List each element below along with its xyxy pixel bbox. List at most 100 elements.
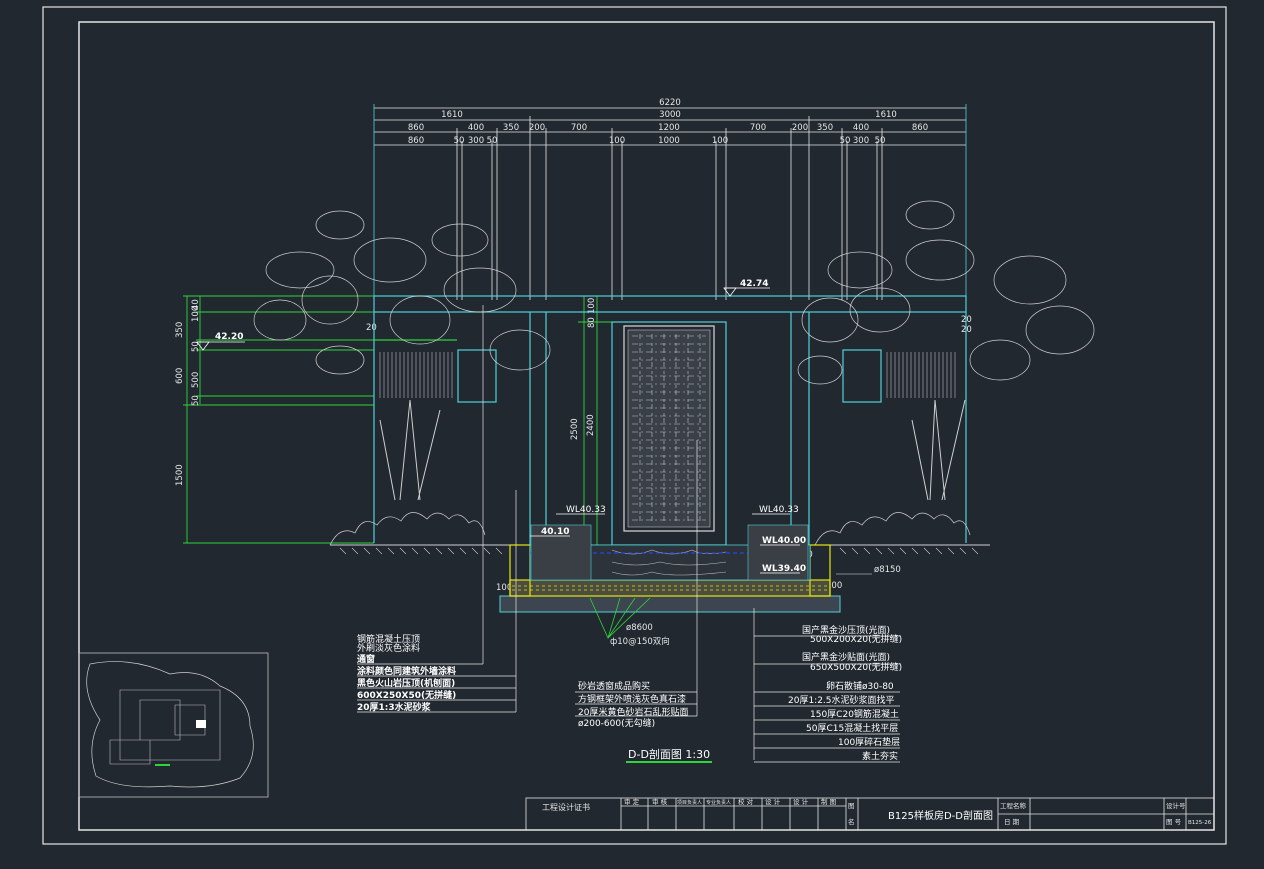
note: 20厚米黄色砂岩石乱形贴面 bbox=[578, 706, 688, 718]
dim-v: 2500 bbox=[570, 418, 580, 440]
dim-row4: 860 bbox=[408, 136, 424, 146]
left-notes: 钢筋混凝土压顶 外刷淡灰色涂料 通窗 涂料颜色同建筑外墙涂料 黑色火山岩压顶(机… bbox=[357, 633, 456, 713]
wall-structure bbox=[373, 295, 967, 546]
dim-misc: 100 bbox=[496, 583, 512, 593]
note: 素土夯实 bbox=[862, 750, 898, 762]
ground bbox=[330, 544, 990, 555]
dim-row2-b: 3000 bbox=[659, 110, 681, 120]
dim-row3: 200 bbox=[529, 123, 545, 133]
dim-misc: 100 bbox=[826, 581, 842, 591]
dim-row4: 300 bbox=[468, 136, 484, 146]
dim-row3: 860 bbox=[408, 123, 424, 133]
note: 600X250X50(无拼缝) bbox=[357, 689, 456, 701]
tb-cell: 项目负责人 bbox=[677, 799, 702, 806]
dim-row4: 1000 bbox=[658, 136, 680, 146]
elev-pool-right-1: WL40.00 bbox=[760, 536, 806, 546]
note: 150厚C20钢筋混凝土 bbox=[810, 708, 899, 720]
left-dimension-text: 40 100 350 50 20 500 50 600 1500 bbox=[175, 299, 377, 486]
tb-design-no: 设计号 bbox=[1166, 801, 1186, 810]
dim-v: 50 bbox=[191, 341, 201, 352]
elevation-markers: 42.74 42.20 WL40.33 WL40.33 40.10 WL40.0… bbox=[196, 279, 806, 574]
dim-row3: 400 bbox=[853, 123, 869, 133]
dim-row2-c: 1610 bbox=[875, 110, 897, 120]
note: 国产黑金沙压顶(光面) bbox=[802, 624, 890, 636]
dim-row3: 700 bbox=[750, 123, 766, 133]
svg-text:WL40.33: WL40.33 bbox=[759, 505, 799, 515]
elev-pool-left: 40.10 bbox=[530, 527, 570, 537]
dim-row3: 1200 bbox=[658, 123, 680, 133]
tb-cell: 审 定 bbox=[624, 797, 640, 806]
tb-cell: 制 图 bbox=[821, 797, 836, 806]
right-notes: 国产黑金沙压顶(光面) 500X200X20(无拼缝) 国产黑金沙贴面(光面) … bbox=[788, 624, 902, 762]
svg-text:WL40.00: WL40.00 bbox=[762, 536, 806, 546]
tree-right bbox=[797, 200, 1095, 501]
dim-v: 600 bbox=[175, 368, 185, 384]
left-dimensions bbox=[183, 295, 374, 544]
elev-top: 42.74 bbox=[723, 279, 770, 297]
note: 方钢框架外喷浅灰色真石漆 bbox=[578, 693, 686, 705]
note: 100厚碎石垫层 bbox=[838, 736, 900, 748]
top-dimensions bbox=[373, 104, 967, 300]
dim-row4: 50 bbox=[875, 136, 886, 146]
tb-cert: 工程设计证书 bbox=[542, 802, 590, 812]
pipe-bottom-1: ø8600 bbox=[626, 623, 653, 633]
fence-slats bbox=[379, 352, 956, 398]
elev-pool-right-2: WL39.40 bbox=[760, 564, 806, 574]
dim-row4: 300 bbox=[853, 136, 869, 146]
dimension-text-top: 6220 1610 3000 1610 860 400 350 200 700 … bbox=[408, 98, 928, 146]
dim-row3: 700 bbox=[571, 123, 587, 133]
dim-v: 100 bbox=[587, 298, 597, 314]
drawing-title-group: D-D剖面图 1:30 bbox=[626, 747, 712, 763]
svg-text:WL39.40: WL39.40 bbox=[762, 564, 806, 574]
dim-row4: 50 bbox=[840, 136, 851, 146]
shrubs-left bbox=[329, 512, 486, 546]
dim-v: 40 bbox=[191, 299, 201, 310]
dim-v: 500 bbox=[191, 372, 201, 388]
tree-left bbox=[253, 210, 551, 501]
note: 通窗 bbox=[357, 653, 375, 665]
note: 50厚C15混凝土找平层 bbox=[806, 722, 898, 734]
dim-row4: 100 bbox=[609, 136, 625, 146]
note: 20厚1:2.5水泥砂浆面找平 bbox=[788, 694, 895, 706]
svg-text:WL40.33: WL40.33 bbox=[566, 505, 606, 515]
svg-text:42.74: 42.74 bbox=[740, 279, 768, 289]
tb-cell: 审 核 bbox=[652, 797, 668, 806]
svg-text:42.20: 42.20 bbox=[215, 332, 243, 342]
pipe-labels: ø8150 ø8600 ф10@150双向 bbox=[589, 565, 901, 647]
tb-cell: 设 计 bbox=[793, 797, 809, 806]
dim-v: 20 bbox=[366, 323, 377, 333]
note: 钢筋混凝土压顶 bbox=[357, 633, 420, 645]
tb-cell: 校 对 bbox=[738, 797, 754, 806]
svg-text:40.10: 40.10 bbox=[541, 527, 569, 537]
title-block-text: 工程设计证书 审 定 审 核 项目负责人 专业负责人 校 对 设 计 设 计 制… bbox=[542, 797, 1212, 826]
note: 卵石散铺ø30-80 bbox=[826, 680, 894, 692]
leader-lines bbox=[357, 305, 900, 763]
dim-row3: 350 bbox=[503, 123, 519, 133]
note: 500X200X20(无拼缝) bbox=[810, 633, 902, 645]
elev-wl-right: WL40.33 bbox=[752, 505, 799, 515]
tree-foliage bbox=[253, 200, 1095, 546]
dim-row4: 50 bbox=[487, 136, 498, 146]
tb-cell: 专业负责人 bbox=[706, 799, 731, 806]
note: 国产黑金沙贴面(光面) bbox=[802, 651, 890, 663]
tb-side: 图 bbox=[848, 802, 855, 810]
dim-row3: 350 bbox=[817, 123, 833, 133]
center-notes: 砂岩透窗成品购买 方钢框架外喷浅灰色真石漆 20厚米黄色砂岩石乱形贴面 ø200… bbox=[578, 680, 688, 729]
dim-row3: 860 bbox=[912, 123, 928, 133]
note: 20厚1:3水泥砂浆 bbox=[357, 701, 432, 713]
dim-row3: 200 bbox=[792, 123, 808, 133]
dim-row2-a: 1610 bbox=[441, 110, 463, 120]
note: 黑色火山岩压顶(机刨面) bbox=[357, 677, 455, 689]
dim-v: 80 bbox=[587, 317, 597, 328]
tb-side: 名 bbox=[848, 817, 855, 826]
note: 砂岩透窗成品购买 bbox=[578, 680, 650, 692]
note: 外刷淡灰色涂料 bbox=[357, 642, 420, 654]
drawing-title: D-D剖面图 1:30 bbox=[628, 747, 710, 761]
dim-v: 50 bbox=[191, 395, 201, 406]
note: ø200-600(无勾缝) bbox=[578, 717, 655, 729]
title-block bbox=[525, 797, 1215, 831]
tb-project: 工程名称 bbox=[1000, 801, 1027, 810]
note: 涂料颜色同建筑外墙涂料 bbox=[357, 665, 456, 677]
shrubs-right bbox=[814, 512, 971, 546]
